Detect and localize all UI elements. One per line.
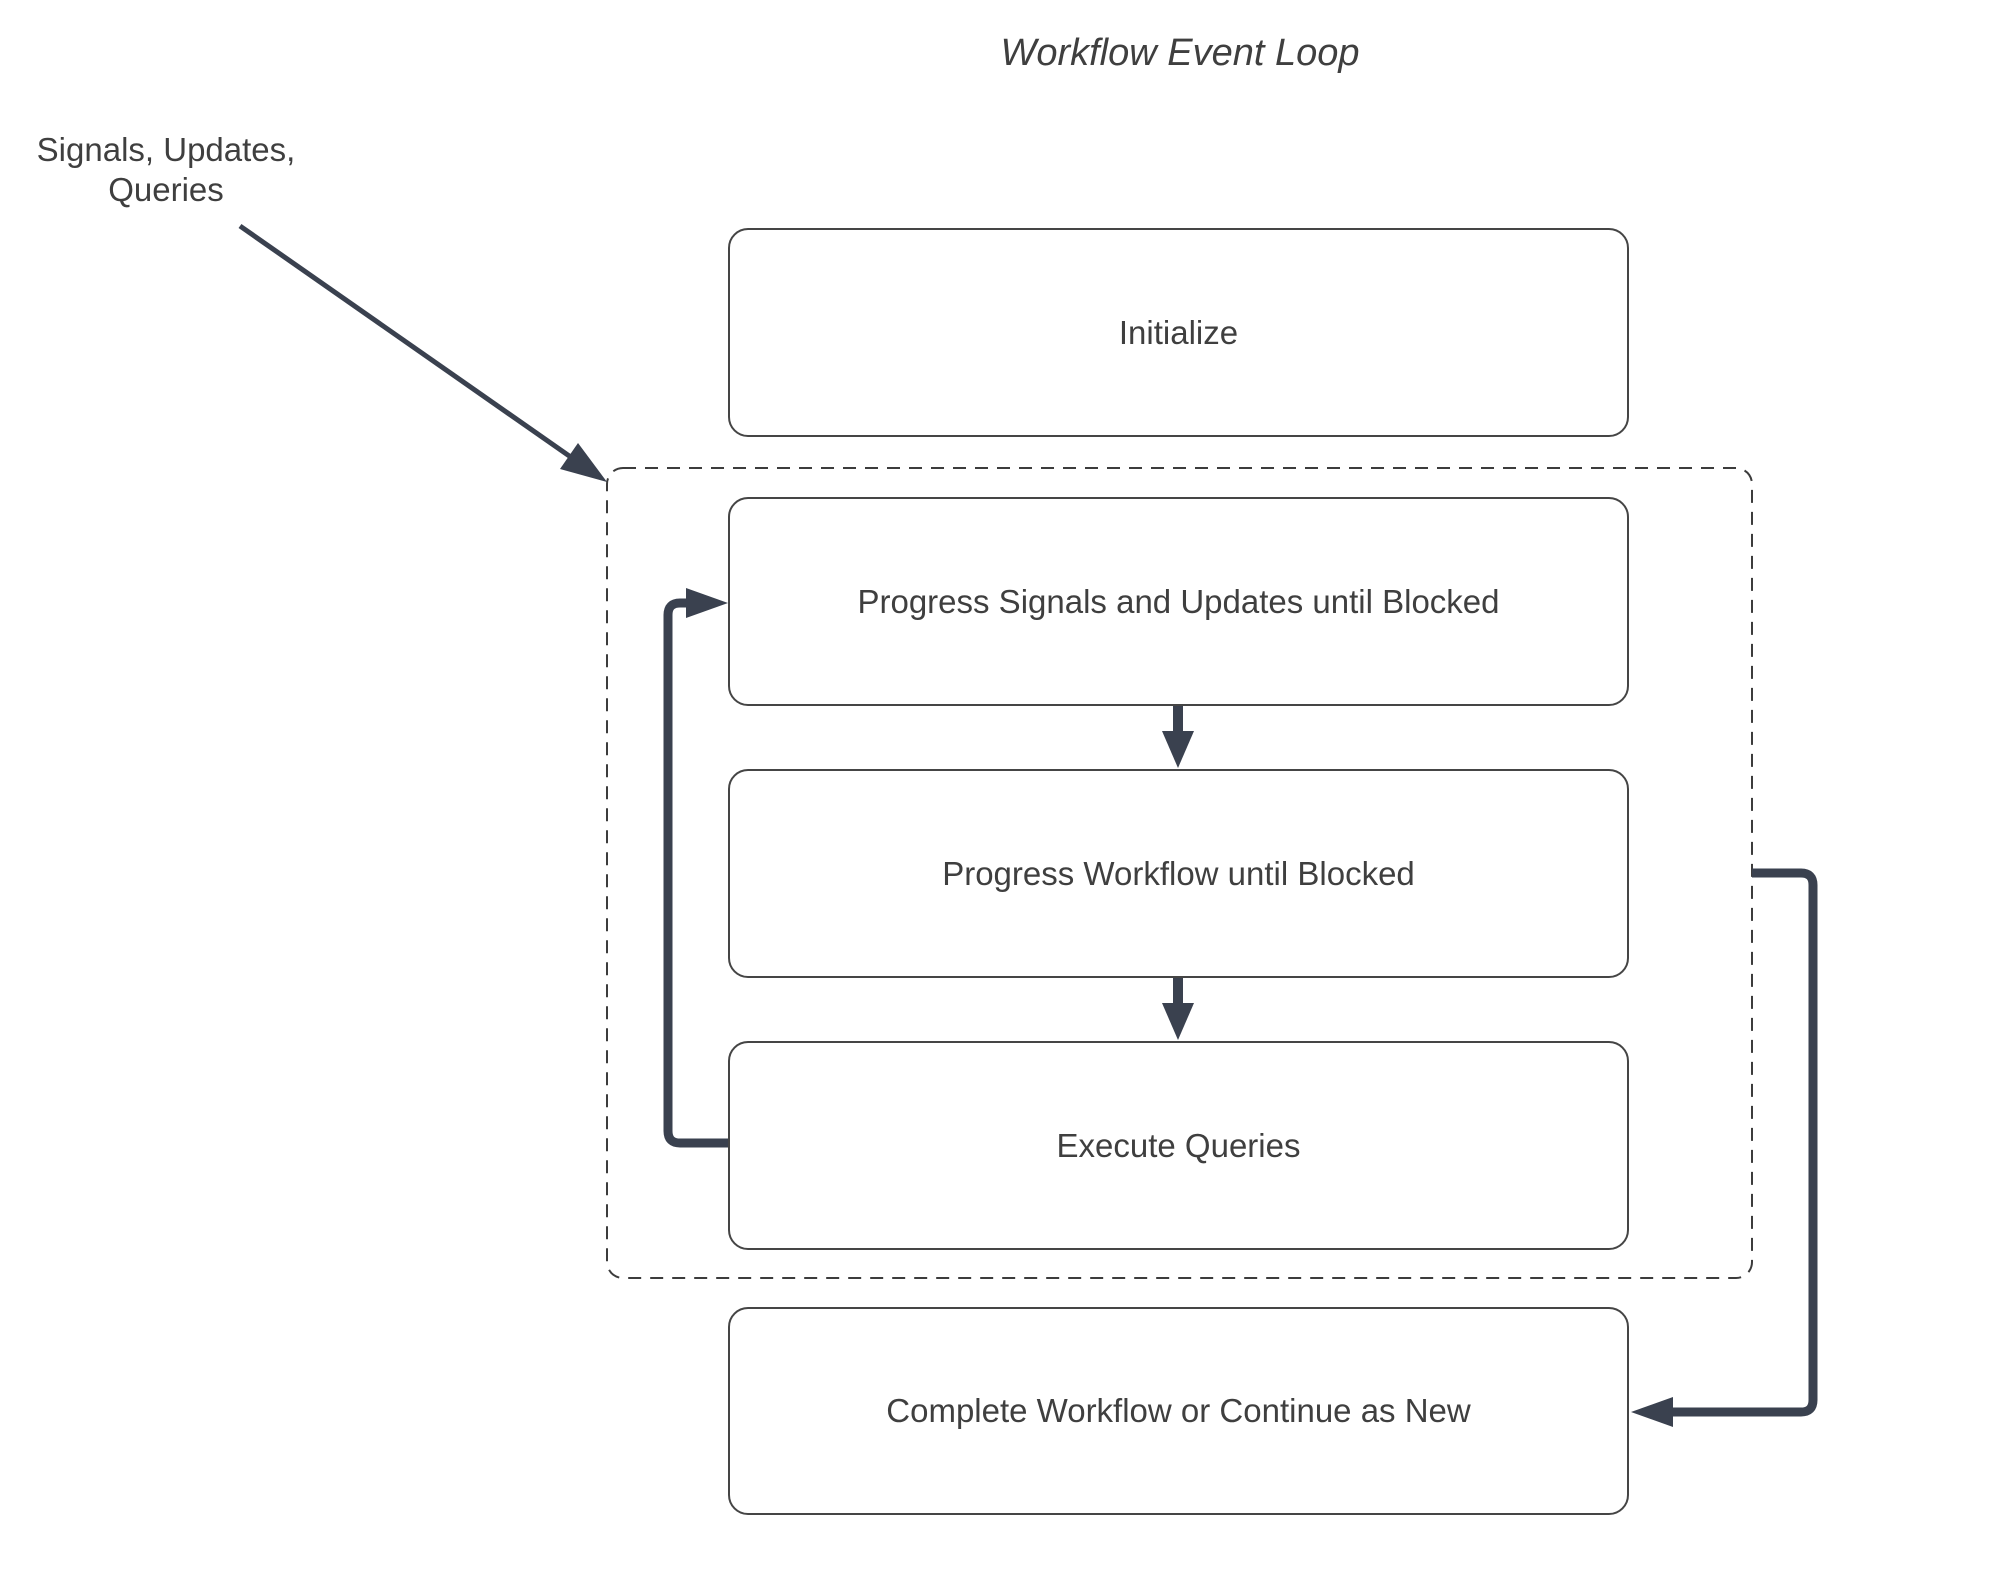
node-execute-queries: Execute Queries (728, 1041, 1629, 1250)
node-progress-workflow: Progress Workflow until Blocked (728, 769, 1629, 978)
page-title: Workflow Event Loop (1000, 32, 1360, 74)
arrow-workflow-to-queries (1162, 977, 1194, 1040)
loop-back-arrow (663, 588, 730, 1148)
node-complete-workflow-label: Complete Workflow or Continue as New (886, 1392, 1471, 1429)
down-arrowhead-icon (1162, 731, 1194, 768)
signals-updates-queries-label: Signals, Updates, Queries (36, 131, 296, 208)
node-execute-queries-label: Execute Queries (1056, 1126, 1301, 1164)
signals-input-arrowhead-icon (560, 443, 607, 482)
exit-to-complete-arrow (1631, 868, 1818, 1427)
node-progress-signals-label: Progress Signals and Updates until Block… (857, 582, 1500, 620)
node-progress-signals-and-updates: Progress Signals and Updates until Block… (728, 497, 1629, 706)
node-complete-workflow: Complete Workflow or Continue as New (728, 1307, 1629, 1515)
arrow-signals-to-workflow (1162, 705, 1194, 768)
signals-input-arrow (238, 223, 607, 482)
node-initialize: Initialize (728, 228, 1629, 437)
right-arrowhead-icon (686, 588, 728, 618)
node-progress-workflow-label: Progress Workflow until Blocked (942, 854, 1415, 892)
down-arrowhead-icon (1162, 1003, 1194, 1040)
node-initialize-label: Initialize (1118, 313, 1239, 351)
left-arrowhead-icon (1631, 1397, 1673, 1427)
